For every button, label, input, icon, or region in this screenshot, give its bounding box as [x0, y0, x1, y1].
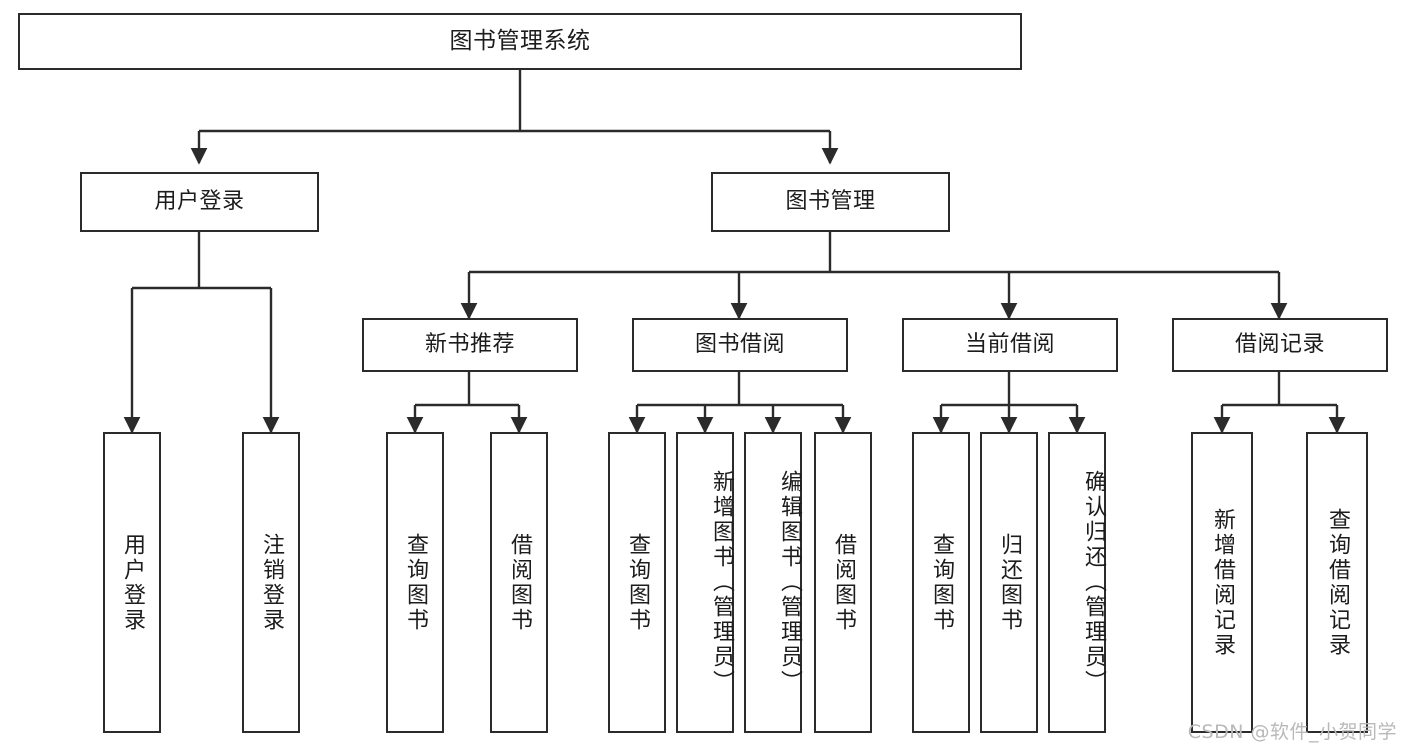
node-leaf-add-borrow-record[interactable]: 新增借阅记录: [1191, 432, 1253, 733]
node-leaf-edit-book-admin[interactable]: 编辑图书（管理员）: [744, 432, 802, 733]
node-root-label: 图书管理系统: [449, 27, 591, 54]
node-leaf-borrow-book-1-label: 借阅图书: [507, 532, 532, 633]
node-leaf-return-book[interactable]: 归还图书: [980, 432, 1038, 733]
node-user-login-label: 用户登录: [154, 188, 245, 214]
node-new-book-recommend[interactable]: 新书推荐: [362, 318, 578, 372]
node-leaf-user-login-label: 用户登录: [120, 532, 145, 633]
node-leaf-borrow-book-2-label: 借阅图书: [831, 532, 856, 633]
node-borrow-record-label: 借阅记录: [1234, 331, 1325, 357]
node-borrow-record[interactable]: 借阅记录: [1172, 318, 1388, 372]
node-leaf-confirm-return-admin-label: 确认归还（管理员）: [1081, 470, 1106, 695]
node-leaf-return-book-label: 归还图书: [997, 532, 1022, 633]
node-leaf-query-book-2-label: 查询图书: [625, 532, 650, 633]
watermark-text: CSDN @软件_小贺同学: [1187, 721, 1397, 743]
node-leaf-edit-book-admin-label: 编辑图书（管理员）: [777, 470, 802, 695]
node-root[interactable]: 图书管理系统: [18, 13, 1022, 70]
node-leaf-add-book-admin-label: 新增图书（管理员）: [709, 470, 734, 695]
node-leaf-query-book-1[interactable]: 查询图书: [386, 432, 444, 733]
node-leaf-query-book-2[interactable]: 查询图书: [608, 432, 666, 733]
node-user-login[interactable]: 用户登录: [80, 172, 319, 232]
node-new-book-recommend-label: 新书推荐: [424, 331, 515, 357]
node-book-management[interactable]: 图书管理: [711, 172, 950, 232]
node-book-borrow-label: 图书借阅: [694, 331, 785, 357]
node-leaf-query-book-3[interactable]: 查询图书: [912, 432, 970, 733]
node-book-management-label: 图书管理: [785, 188, 876, 214]
node-book-borrow[interactable]: 图书借阅: [632, 318, 848, 372]
node-leaf-user-login[interactable]: 用户登录: [103, 432, 161, 733]
node-leaf-add-book-admin[interactable]: 新增图书（管理员）: [676, 432, 734, 733]
node-leaf-borrow-book-2[interactable]: 借阅图书: [814, 432, 872, 733]
node-leaf-logout-label: 注销登录: [259, 532, 284, 633]
node-leaf-logout[interactable]: 注销登录: [242, 432, 300, 733]
node-leaf-query-borrow-record[interactable]: 查询借阅记录: [1306, 432, 1368, 733]
node-leaf-query-book-3-label: 查询图书: [929, 532, 954, 633]
node-current-borrow[interactable]: 当前借阅: [902, 318, 1118, 372]
node-current-borrow-label: 当前借阅: [964, 331, 1055, 357]
node-leaf-borrow-book-1[interactable]: 借阅图书: [490, 432, 548, 733]
node-leaf-add-borrow-record-label: 新增借阅记录: [1210, 507, 1235, 658]
node-leaf-query-book-1-label: 查询图书: [403, 532, 428, 633]
node-leaf-query-borrow-record-label: 查询借阅记录: [1325, 507, 1350, 658]
node-leaf-confirm-return-admin[interactable]: 确认归还（管理员）: [1048, 432, 1106, 733]
